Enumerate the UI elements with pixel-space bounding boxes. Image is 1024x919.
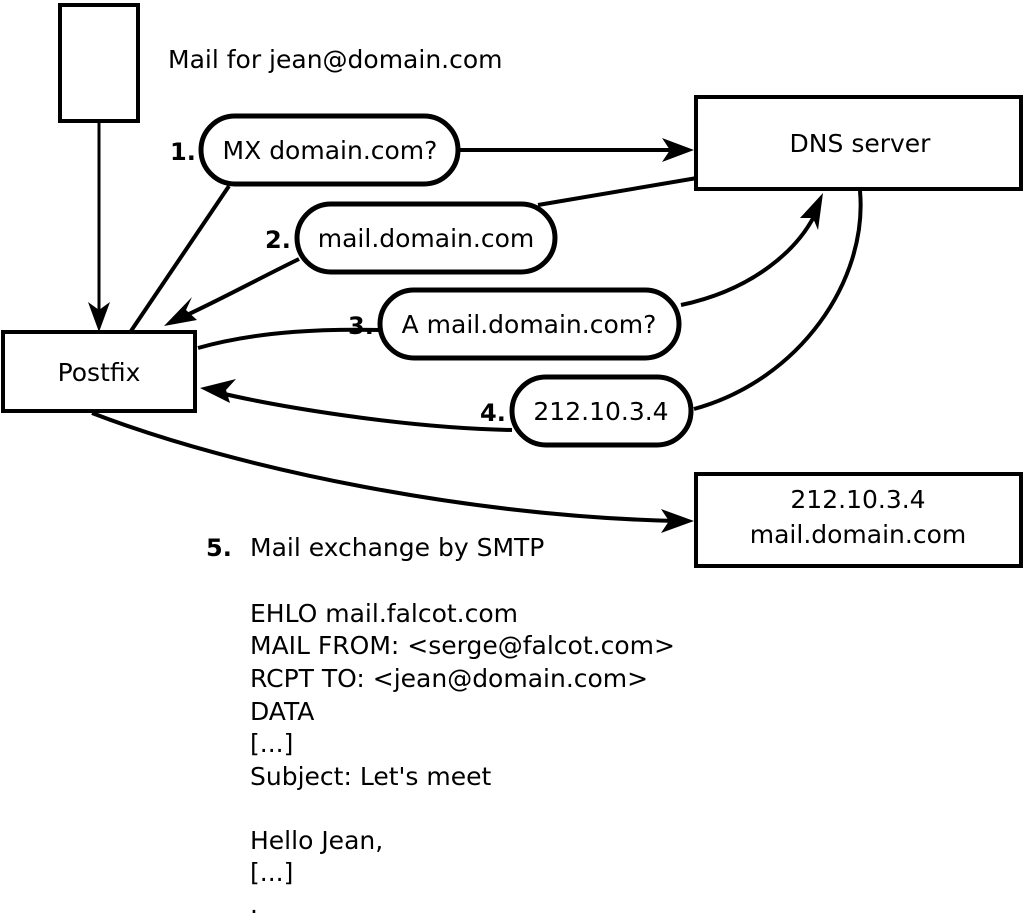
step-5-number: 5.: [206, 534, 232, 562]
edge-step2-dns-to-bubble: [537, 176, 698, 207]
transcript-line: MAIL FROM: <serge@falcot.com>: [250, 631, 675, 660]
step-4-label: 212.10.3.4: [533, 397, 668, 426]
transcript-line: Hello Jean,: [250, 826, 383, 855]
step-3-label: A mail.domain.com?: [402, 310, 657, 339]
step-1-number: 1.: [170, 138, 196, 166]
sender-box[interactable]: [58, 3, 140, 123]
transcript-line: DATA: [250, 697, 314, 726]
edge-step1-mx-to-dns: [460, 138, 694, 162]
smtp-transcript: EHLO mail.falcot.com MAIL FROM: <serge@f…: [250, 599, 675, 919]
step-3-bubble[interactable]: A mail.domain.com?: [377, 287, 682, 361]
edge-step3-postfix-to-bubble: [197, 327, 381, 350]
postfix-label: Postfix: [58, 358, 141, 387]
step-4-bubble[interactable]: 212.10.3.4: [509, 374, 694, 448]
transcript-line: EHLO mail.falcot.com: [250, 599, 518, 628]
edge-step1-postfix-to-mx: [129, 184, 231, 333]
postfix-box[interactable]: Postfix: [1, 330, 197, 413]
mail-for-caption: Mail for jean@domain.com: [168, 45, 503, 74]
dns-server-box[interactable]: DNS server: [694, 95, 1023, 191]
step-5-label: Mail exchange by SMTP: [250, 533, 544, 562]
step-4-number: 4.: [480, 399, 506, 427]
step-1-bubble[interactable]: MX domain.com?: [198, 113, 461, 187]
edge-step4-bubble-to-postfix: [200, 379, 513, 432]
transcript-line: [...]: [250, 729, 293, 758]
edge-sender-to-postfix: [88, 123, 110, 332]
transcript-line: [...]: [250, 858, 293, 887]
step-2-bubble[interactable]: mail.domain.com: [294, 201, 558, 275]
target-server-host: mail.domain.com: [750, 520, 966, 549]
edge-step3-bubble-to-dns: [680, 193, 823, 307]
target-server-box[interactable]: 212.10.3.4 mail.domain.com: [694, 472, 1023, 568]
step-2-label: mail.domain.com: [318, 224, 534, 253]
dns-server-label: DNS server: [790, 129, 932, 158]
target-server-ip: 212.10.3.4: [790, 485, 925, 514]
transcript-line: RCPT TO: <jean@domain.com>: [250, 664, 648, 693]
edge-step2-bubble-to-postfix: [164, 257, 300, 326]
transcript-line: .: [250, 890, 258, 919]
step-2-number: 2.: [265, 226, 291, 254]
transcript-line: Subject: Let's meet: [250, 762, 491, 791]
edge-step5-postfix-to-server: [91, 411, 694, 533]
edge-step4-dns-to-bubble: [693, 190, 863, 411]
step-1-label: MX domain.com?: [223, 136, 438, 165]
step-3-number: 3.: [348, 312, 374, 340]
